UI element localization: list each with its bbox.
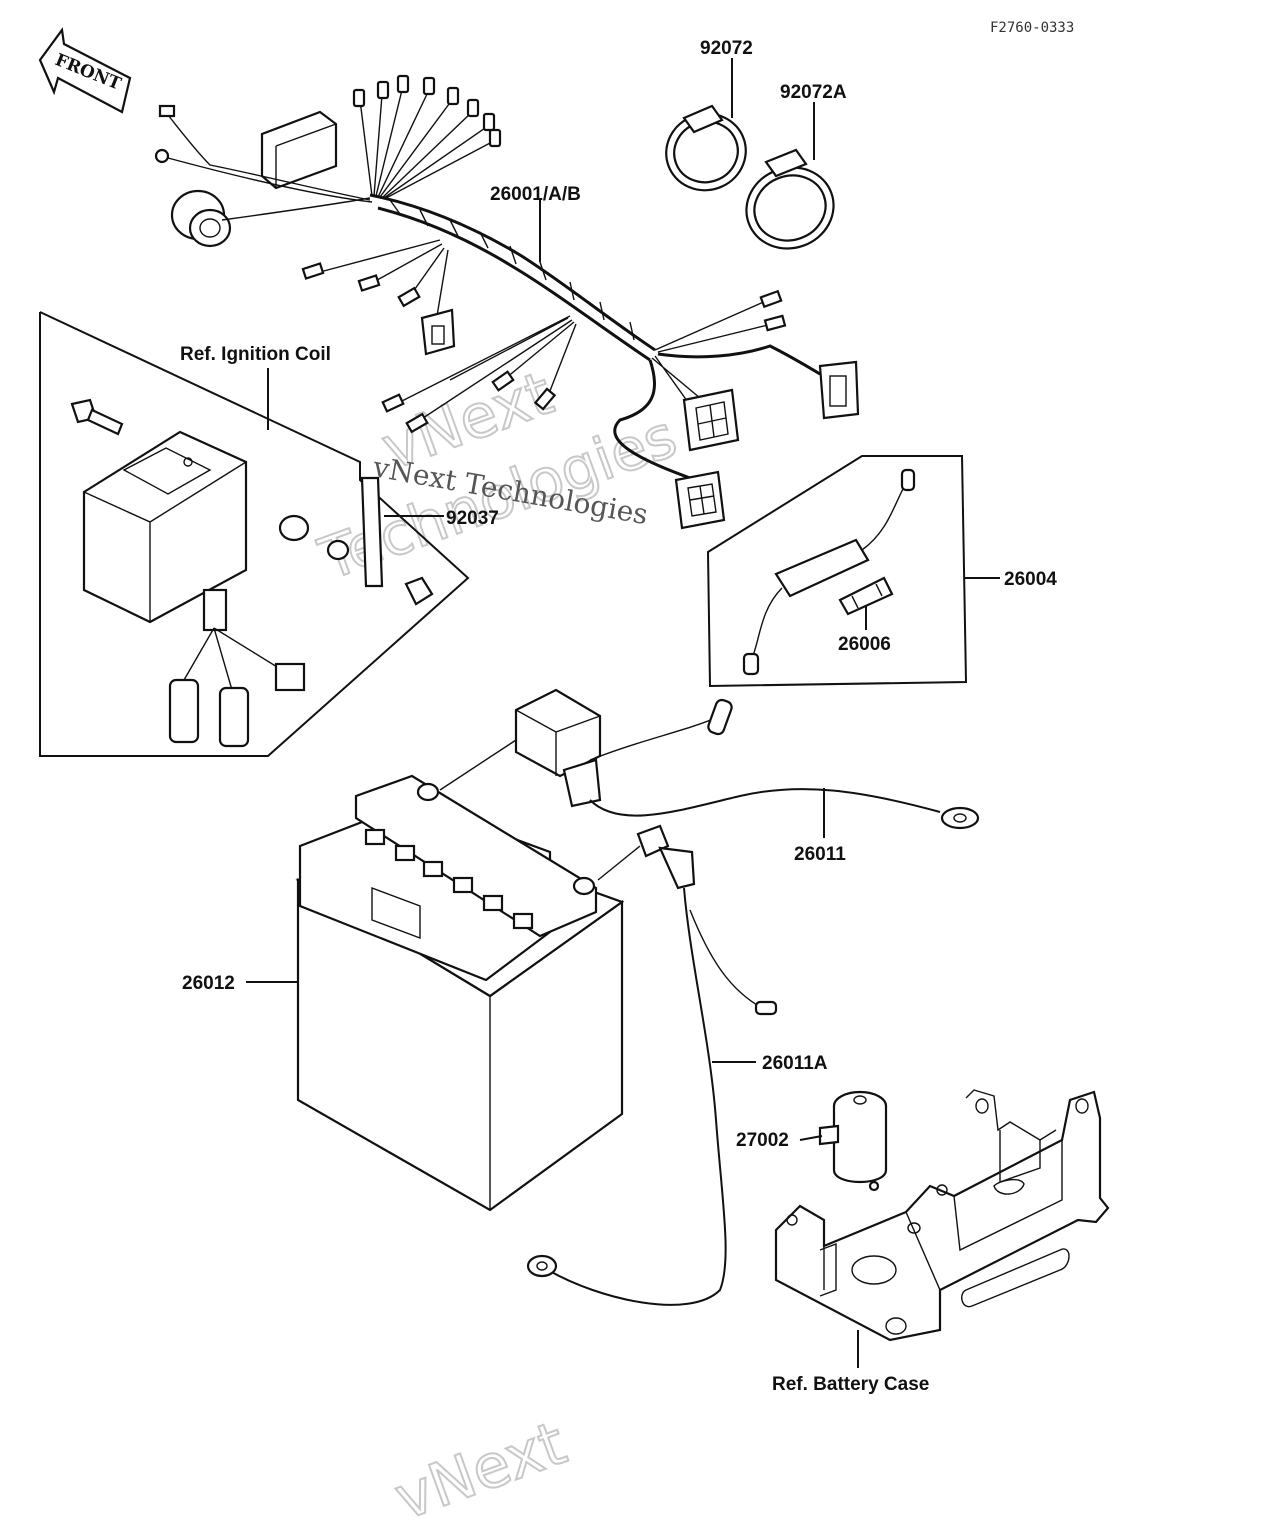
front-arrow-icon: FRONT [38, 27, 132, 114]
callout-band: 92072 [700, 38, 753, 59]
callout-band-a: 92072A [780, 82, 847, 103]
fuse-holder-icon [742, 468, 916, 676]
watermark-ghost-c: vNext [386, 1408, 575, 1534]
grommet-small-icon [278, 514, 310, 542]
fuse-holder-group: 26006 26004 [706, 455, 1057, 688]
callout-cable-neg: 26011A [762, 1053, 828, 1074]
callout-battery: 26012 [182, 973, 235, 994]
callout-fuse-holder: 26004 [1004, 569, 1057, 590]
connector-right-icon [818, 360, 860, 420]
four-pin-connector-icon [674, 470, 726, 530]
fuse-icon [838, 576, 894, 616]
callout-bracket: 92037 [446, 508, 499, 529]
callout-battery-case: Ref. Battery Case [772, 1374, 929, 1395]
negative-cable: 26011A [526, 824, 828, 1306]
band-92072a: 92072A [745, 82, 847, 250]
bolt-icon [70, 398, 124, 436]
battery-icon: 26012 [182, 739, 625, 1212]
ignition-coil-icon [82, 430, 306, 748]
ignition-coil-group: Ref. Ignition Coil 92037 [39, 311, 499, 757]
nut-icon [404, 576, 434, 606]
washer-icon [326, 539, 350, 561]
grommet-icon [170, 189, 232, 248]
positive-cable: 26011 [514, 688, 980, 865]
callout-relay: 27002 [736, 1130, 789, 1151]
diagram-code: F2760-0333 [990, 20, 1074, 36]
callout-fuse: 26006 [838, 634, 891, 655]
bracket-icon [360, 476, 384, 588]
multi-connector-icon [682, 388, 740, 452]
relay-icon: 27002 [736, 1090, 888, 1192]
callout-cable-pos: 26011 [794, 844, 846, 865]
battery-case-icon: Ref. Battery Case [772, 1089, 1110, 1395]
band-92072: 92072 [665, 38, 753, 192]
callout-harness: 26001/A/B [490, 184, 581, 205]
wire-harness: 26001/A/B [154, 74, 860, 530]
callout-ignition-coil: Ref. Ignition Coil [180, 344, 331, 365]
small-connector-icon [420, 308, 456, 356]
